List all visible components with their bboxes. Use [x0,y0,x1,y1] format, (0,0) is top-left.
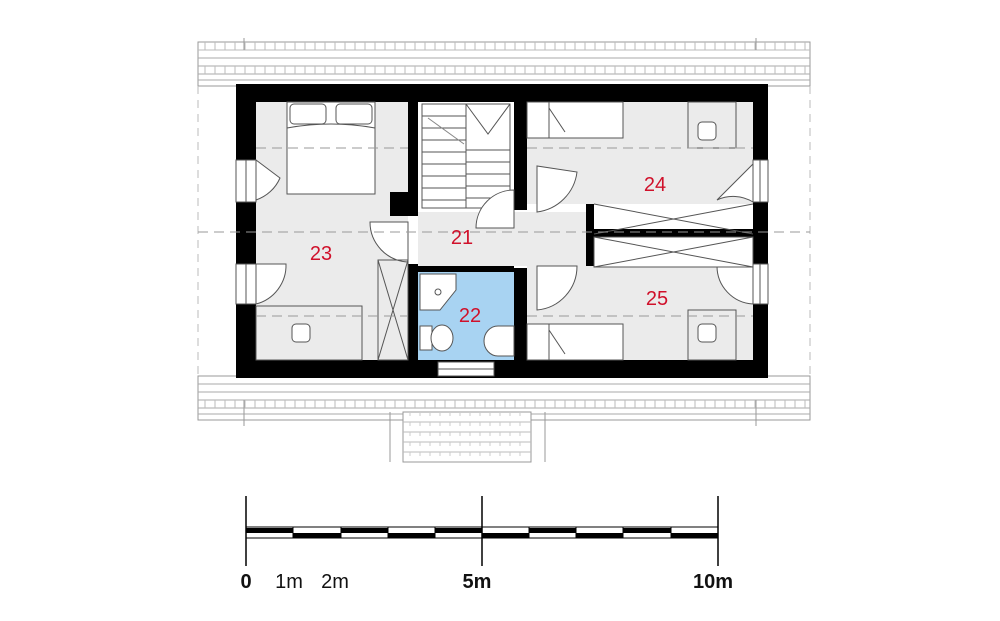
wall-left-3 [236,304,256,378]
room-labels: 21 22 23 24 25 [310,174,668,327]
wall-right-3 [753,304,768,378]
wall-inner-23-b [390,192,418,216]
wall-bath-top [418,266,514,272]
wall-inner-23-a [408,102,418,192]
door-22 [475,189,515,229]
room-label-23: 23 [310,243,332,265]
toilet-tank [419,325,433,351]
scale-label-0: 0 [240,571,251,593]
scale-label-1m: 1m [275,571,303,593]
scale-label-2m: 2m [321,571,349,593]
wall-top [236,84,768,102]
wall-right-1 [753,84,768,160]
desk-25 [687,309,737,361]
sink [483,325,515,357]
wall-left-2 [236,202,256,264]
wardrobe-23 [377,259,409,361]
door-25-window [716,265,754,305]
staircase [421,103,511,209]
furniture-23 [255,101,409,361]
shower [419,273,457,311]
wall-inner-25-a [514,268,527,360]
wall-24-25 [594,229,753,237]
entrance-canopy [389,411,546,463]
room-label-22: 22 [459,305,481,327]
toilet-bowl [430,324,454,352]
wall-right-2 [753,202,768,264]
ridge-lines [198,147,810,317]
chair-25 [697,323,717,343]
door-24 [536,165,578,213]
furniture-25 [526,236,754,361]
scale-label-10m: 10m [693,571,733,593]
scale-label-5m: 5m [463,571,492,593]
room-label-24: 24 [644,174,666,196]
furniture-24 [526,101,754,235]
door-23-window-1 [255,159,281,201]
desk-23 [255,305,363,361]
chair-23 [291,323,311,343]
chair-24 [697,121,717,141]
scale-bar: 0 1m 2m 5m 10m [240,496,733,593]
roof-eave-top [197,38,811,87]
room-label-21: 21 [451,227,473,249]
wall-left-1 [236,84,256,160]
wall-inner-23-c [408,264,418,360]
wall-bottom [236,360,768,378]
bathroom-fixtures [419,273,515,357]
walls [236,84,768,378]
bed-24 [526,101,624,139]
room-label-25: 25 [646,288,668,310]
wall-divider-stub [586,204,594,266]
door-23-window-2 [255,263,287,305]
bed-25 [526,323,624,361]
wall-inner-24-a [514,102,527,210]
door-25 [536,265,578,311]
door-24-window [716,162,754,203]
